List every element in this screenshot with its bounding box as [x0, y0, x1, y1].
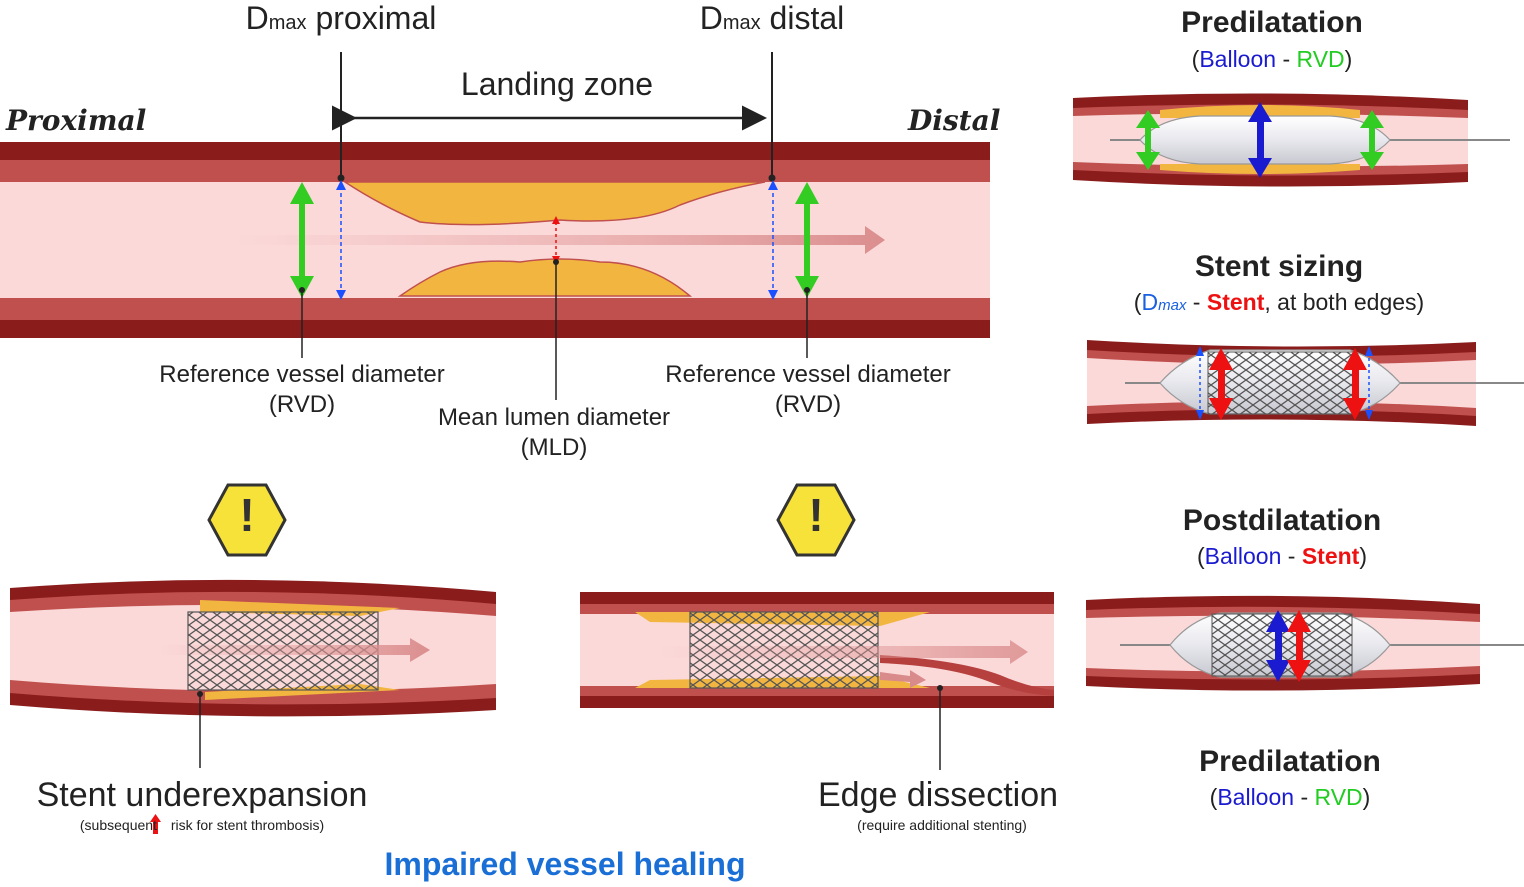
- lower-plaque: [397, 258, 693, 297]
- distal-label: Distal: [908, 104, 1001, 137]
- warning-icon-right: !: [808, 489, 824, 541]
- rvd-right-label: Reference vessel diameter(RVD): [665, 361, 951, 418]
- warning-icon-left: !: [239, 489, 255, 541]
- underexpansion-note: (subsequent risk for stent thrombosis): [79, 817, 325, 833]
- stent-sizing-title: Stent sizing: [1194, 250, 1364, 283]
- stent-sizing-subtitle: (Dmax - Stent, at both edges): [1133, 289, 1425, 315]
- dmax-dashed-proximal: [336, 180, 346, 300]
- rvd-arrow-right: [795, 182, 819, 298]
- dissection-title: Edge dissection: [817, 776, 1059, 814]
- warning-hexagon-left: [207, 483, 287, 557]
- postdilatation-title: Postdilatation: [1182, 504, 1382, 537]
- flow-arrow: [235, 226, 885, 254]
- increase-arrow-icon: [150, 814, 161, 834]
- postdilatation-subtitle: (Balloon - Stent): [1196, 543, 1368, 569]
- predilatation-subtitle-2: (Balloon - RVD): [1209, 784, 1371, 810]
- dmax-proximal-label: Dmax proximal: [245, 0, 437, 36]
- proximal-label: Proximal: [6, 104, 147, 137]
- dmax-dashed-distal: [768, 180, 778, 300]
- rvd-arrow-left: [290, 182, 314, 298]
- stent-sizing-vessel: [1087, 340, 1524, 426]
- underexpansion-title: Stent underexpansion: [36, 776, 368, 814]
- dissection-vessel: [580, 592, 1054, 708]
- rvd-left-label: Reference vessel diameter(RVD): [159, 361, 445, 418]
- landing-zone-label: Landing zone: [460, 66, 654, 102]
- impaired-healing-title: Impaired vessel healing: [384, 846, 746, 882]
- dmax-distal-label: Dmax distal: [699, 0, 845, 36]
- warning-hexagon-right: [776, 483, 856, 557]
- dissection-note: (require additional stenting): [857, 817, 1027, 833]
- predilatation-title-2: Predilatation: [1199, 745, 1381, 778]
- predilatation-vessel: [1073, 93, 1510, 187]
- predilatation-title: Predilatation: [1181, 6, 1363, 39]
- predilatation-subtitle: (Balloon - RVD): [1191, 46, 1353, 72]
- upper-plaque: [342, 181, 766, 226]
- underexpansion-vessel: [10, 579, 496, 717]
- mld-dashed-arrow: [552, 216, 560, 264]
- mld-label: Mean lumen diameter(MLD): [437, 404, 671, 461]
- postdilatation-vessel: [1086, 595, 1524, 691]
